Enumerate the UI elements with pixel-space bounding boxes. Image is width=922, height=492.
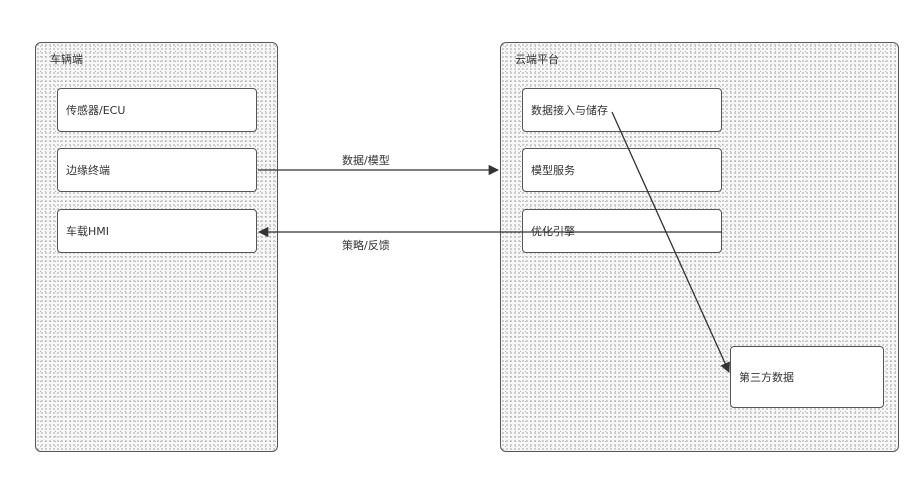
model-service-node: 模型服务 bbox=[522, 148, 722, 192]
data-ingest-storage-node: 数据接入与储存 bbox=[522, 88, 722, 132]
edge-terminal-node: 边缘终端 bbox=[57, 148, 257, 192]
optimization-engine-node: 优化引擎 bbox=[522, 209, 722, 253]
vehicle-panel-title: 车辆端 bbox=[50, 51, 83, 67]
feedback-edge-label: 策略/反馈 bbox=[342, 237, 390, 253]
vehicle-hmi-node: 车载HMI bbox=[57, 209, 257, 253]
third-party-data-node: 第三方数据 bbox=[730, 346, 884, 408]
upload-edge-label: 数据/模型 bbox=[342, 152, 390, 168]
cloud-panel-title: 云端平台 bbox=[515, 51, 559, 67]
sensor-ecu-node: 传感器/ECU bbox=[57, 88, 257, 132]
